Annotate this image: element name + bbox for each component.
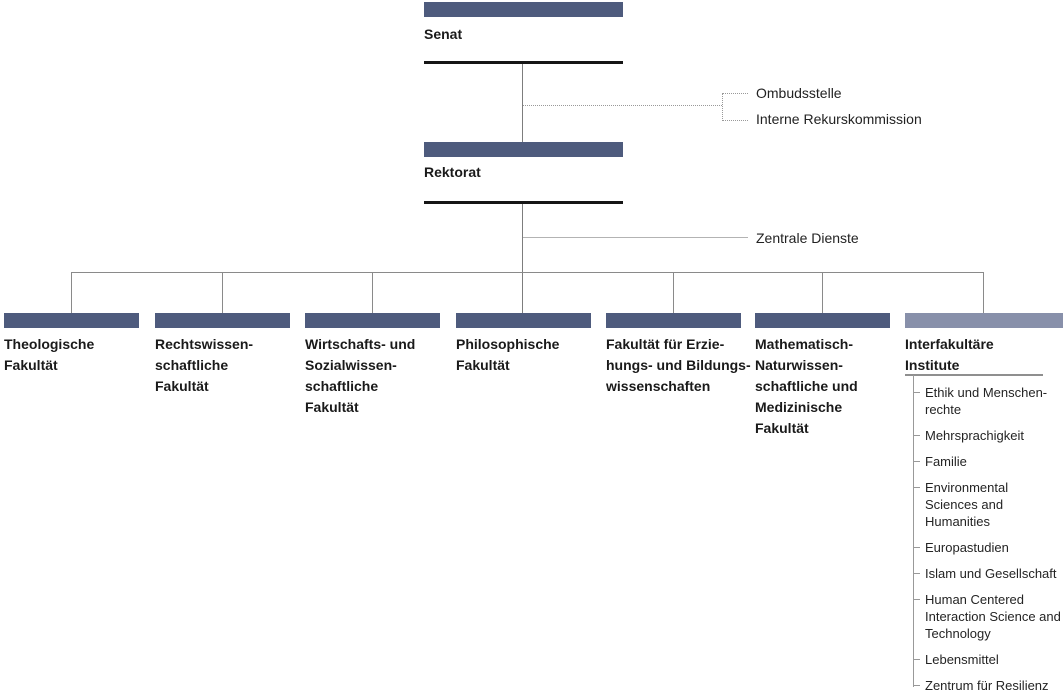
drop-line-1	[71, 272, 72, 313]
rektorat-baseline	[424, 201, 623, 204]
rekurskommission-label: Interne Rekurskommission	[756, 111, 922, 127]
connector-dotted-ombudsstelle	[722, 93, 748, 94]
faculty-bar-interfakultaere-institute	[905, 313, 1063, 328]
senat-baseline	[424, 61, 623, 64]
institute-item-environmental: Environmental Sciences and Humanities	[913, 479, 1063, 530]
institutes-tree-line	[913, 375, 914, 687]
faculty-bar-rechtswissenschaftliche	[155, 313, 290, 328]
connector-dotted-main	[523, 105, 722, 106]
institute-item-resilienz: Zentrum für Resilienz	[913, 677, 1063, 694]
zentrale-dienste-connector	[523, 237, 748, 238]
institute-item-lebensmittel: Lebensmittel	[913, 651, 1063, 668]
faculty-bar-wirtschafts	[305, 313, 440, 328]
connector-dotted-rekurskommission	[722, 120, 748, 121]
faculty-label-philosophische: Philosophische Fakultät	[456, 336, 560, 373]
institute-item-ethik: Ethik und Menschen- rechte	[913, 384, 1063, 418]
drop-line-7	[983, 272, 984, 313]
institutes-rule	[905, 374, 1043, 376]
faculty-label-theologische: Theologische Fakultät	[4, 336, 95, 373]
faculty-bar-erziehungs	[606, 313, 741, 328]
connector-senat-rektorat	[522, 64, 523, 142]
rektorat-label: Rektorat	[424, 164, 481, 180]
institute-item-europastudien: Europastudien	[913, 539, 1063, 556]
zentrale-dienste-label: Zentrale Dienste	[756, 230, 859, 246]
senat-label: Senat	[424, 26, 463, 42]
faculty-label-wirtschafts: Wirtschafts- und Sozialwissen- schaftlic…	[305, 336, 416, 415]
institutes-list: Ethik und Menschen- rechte Mehrsprachigk…	[913, 384, 1063, 700]
senat-bar	[424, 2, 623, 17]
ombudsstelle-label: Ombudsstelle	[756, 85, 842, 101]
faculty-bar-philosophische	[456, 313, 591, 328]
institute-item-hcist: Human Centered Interaction Science and T…	[913, 591, 1063, 642]
connector-rektorat-down	[522, 204, 523, 313]
drop-line-3	[372, 272, 373, 313]
drop-line-2	[222, 272, 223, 313]
faculties-distribution-line	[71, 272, 983, 273]
faculty-label-math-nat-med: Mathematisch- Naturwissen- schaftliche u…	[755, 336, 858, 436]
faculty-label-erziehungs: Fakultät für Erzie- hungs- und Bildungs-…	[606, 336, 751, 394]
faculty-bar-theologische	[4, 313, 139, 328]
institute-item-islam: Islam und Gesellschaft	[913, 565, 1063, 582]
drop-line-6	[822, 272, 823, 313]
rektorat-bar	[424, 142, 623, 157]
drop-line-5	[673, 272, 674, 313]
faculty-label-rechtswissenschaftliche: Rechtswissen- schaftliche Fakultät	[155, 336, 254, 394]
institute-item-mehrsprachigkeit: Mehrsprachigkeit	[913, 427, 1063, 444]
faculty-bar-math-nat-med	[755, 313, 890, 328]
faculty-label-interfakultaere-institute: Interfakultäre Institute	[905, 336, 994, 373]
institute-item-familie: Familie	[913, 453, 1063, 470]
connector-dotted-branch	[722, 93, 723, 121]
